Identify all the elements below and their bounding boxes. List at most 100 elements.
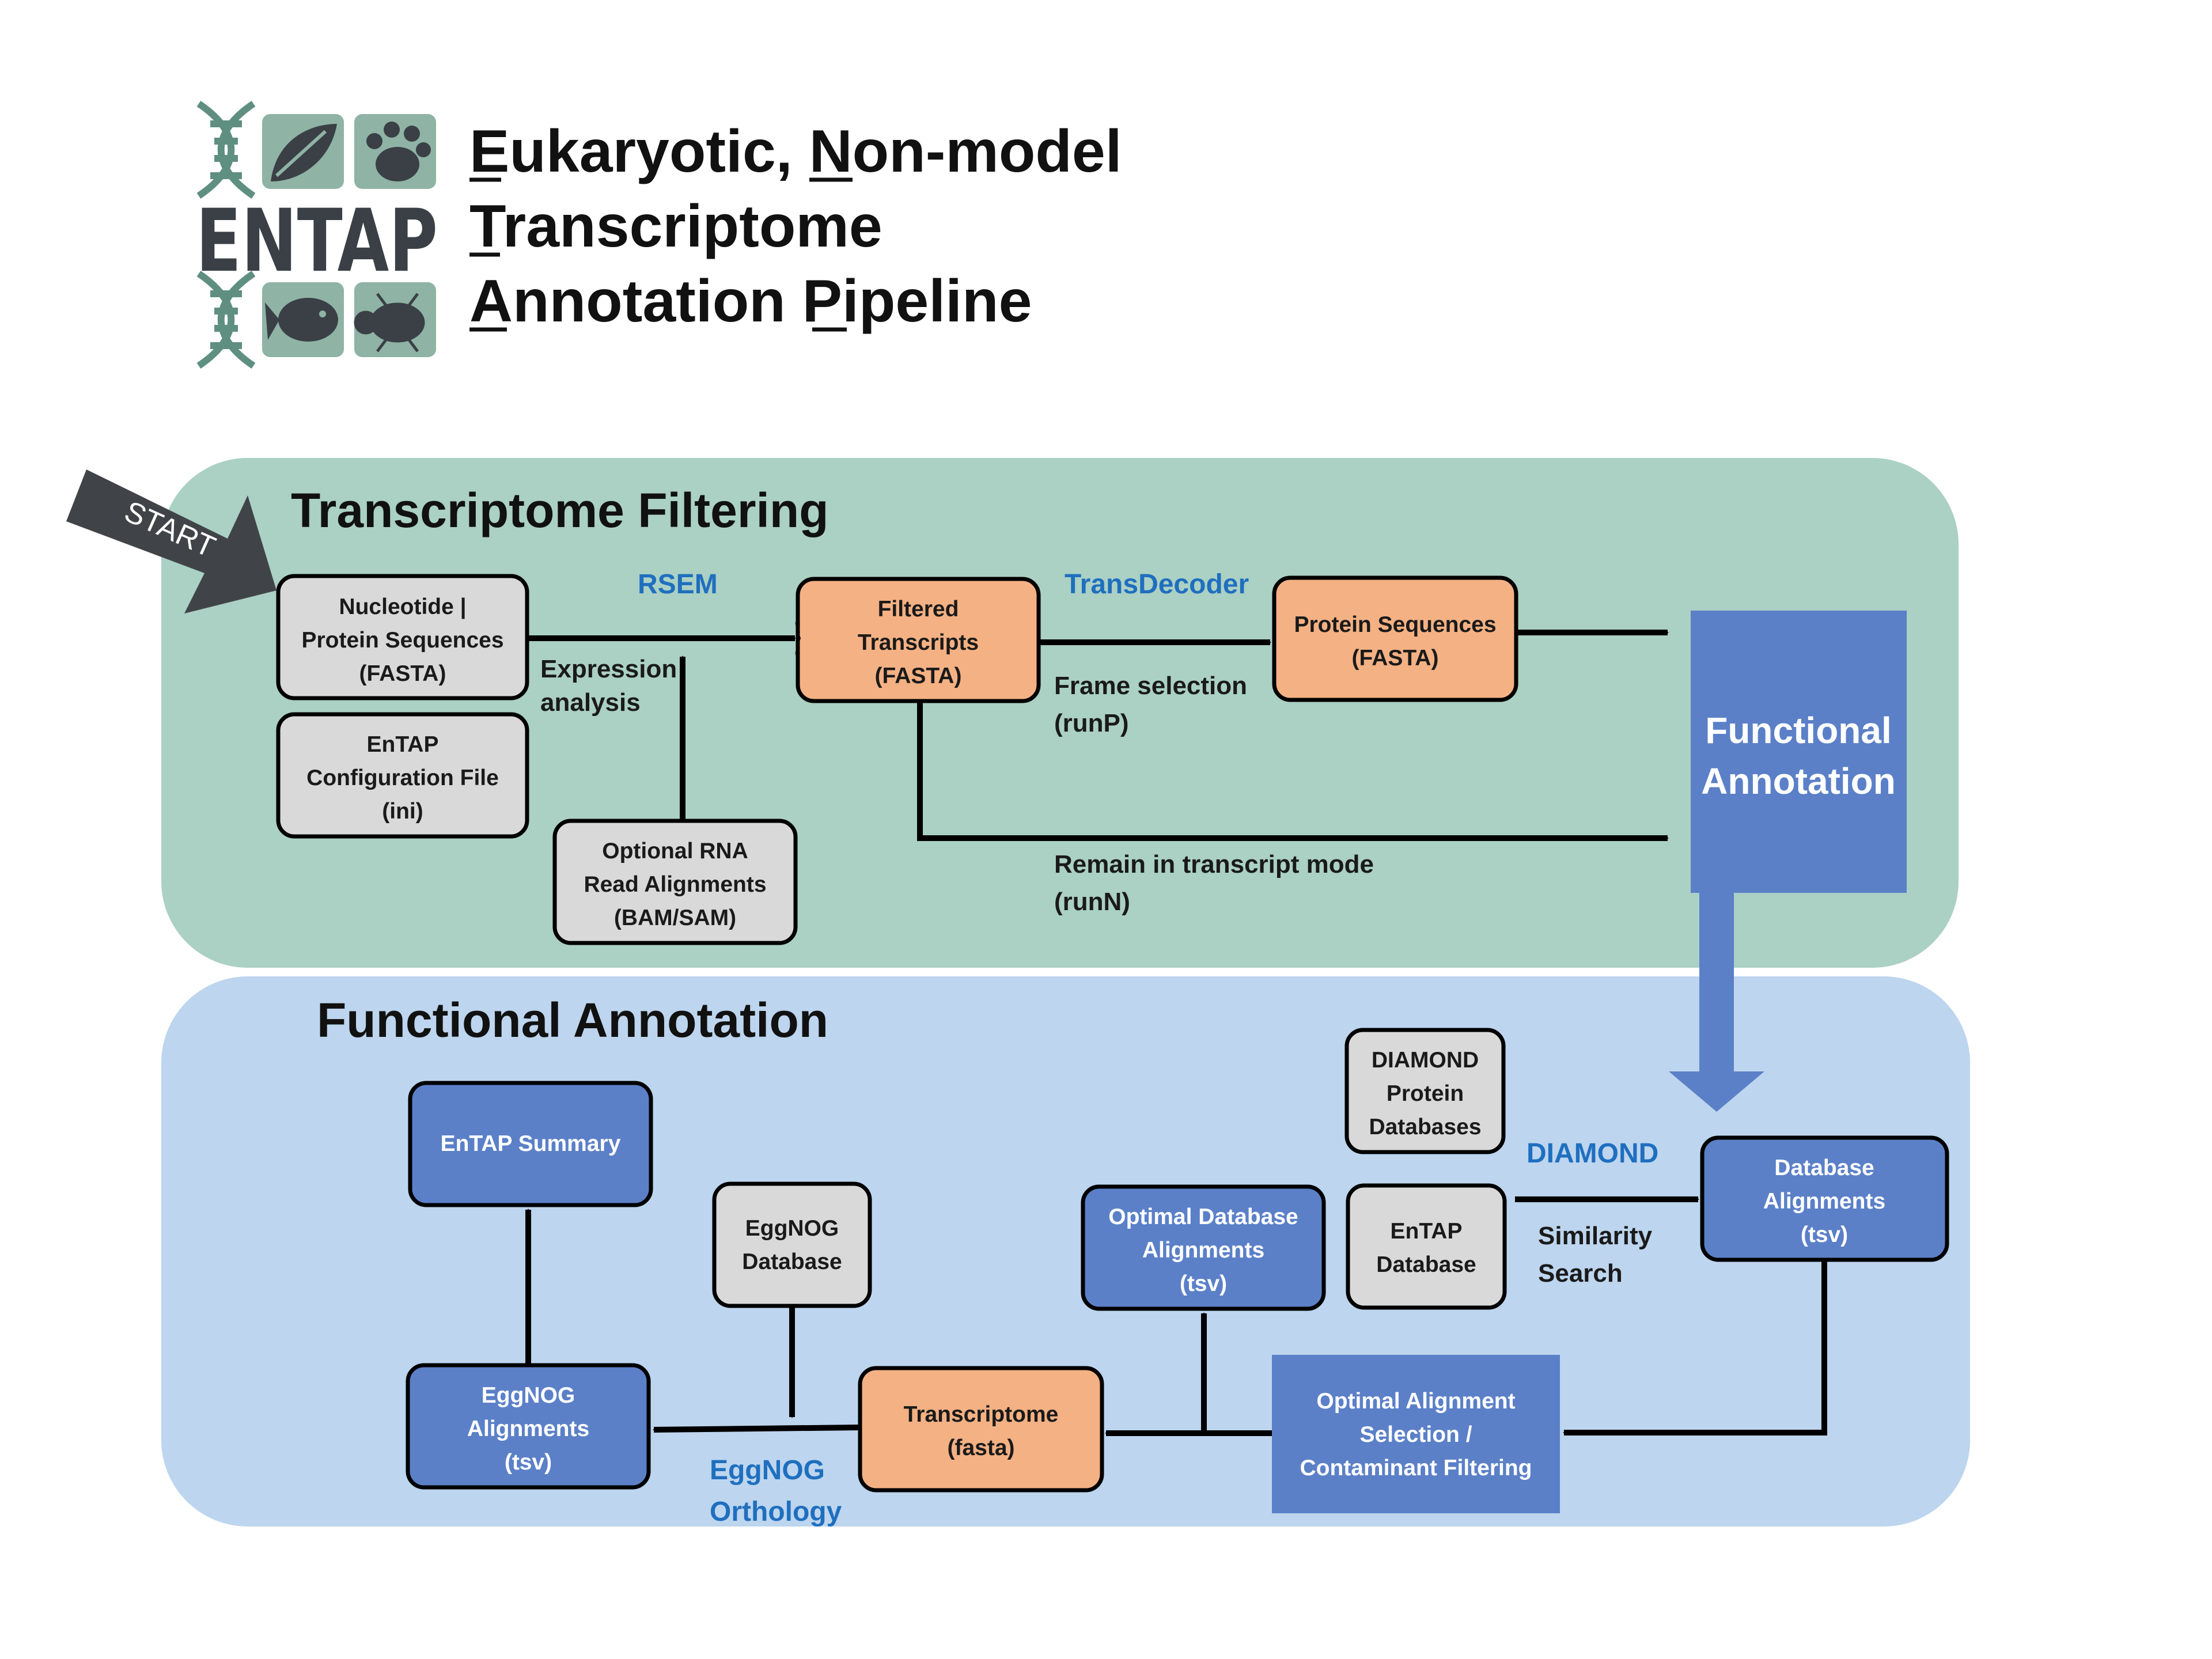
box-line: Protein Sequences [301,628,503,653]
filtering-arrows [527,630,1669,841]
box-line: EnTAP [1391,1219,1463,1244]
protein-sequences-box: Protein Sequences (FASTA) [1272,575,1518,702]
eggnog-database-box: EggNOG Database [712,1181,872,1308]
svg-text:Expression: Expression [540,655,677,683]
arrow-transcriptome-to-eggnog [653,1425,861,1433]
svg-text:Contaminant Filtering: Contaminant Filtering [1300,1456,1532,1480]
box-line: Alignments [1142,1238,1264,1263]
svg-text:EggNOG: EggNOG [745,1216,839,1241]
entap-database-box: EnTAP Database [1346,1183,1507,1310]
svg-text:Database: Database [1376,1252,1476,1277]
svg-text:(runP): (runP) [1054,709,1129,737]
box-line: Database [742,1249,842,1274]
box-line: Transcripts [858,630,979,655]
eggnog-orthology-label: EggNOG [710,1455,825,1486]
svg-text:Remain in transcript mode: Remain in transcript mode [1054,850,1374,878]
box-line: Configuration File [306,766,499,790]
svg-text:(runN): (runN) [1054,888,1130,916]
svg-text:EggNOG: EggNOG [482,1383,575,1408]
remain-label: (runN) [1054,888,1130,916]
rsem-label: RSEM [638,569,718,600]
svg-text:Protein Sequences: Protein Sequences [301,628,503,653]
svg-text:Nucleotide |: Nucleotide | [339,594,466,619]
expression-label: analysis [540,688,641,717]
annotation-title: Functional Annotation [317,993,828,1047]
box-line: (ini) [382,799,423,824]
box-line: (tsv) [1801,1222,1848,1247]
svg-text:Similarity: Similarity [1538,1222,1653,1250]
svg-text:EggNOG: EggNOG [710,1455,825,1486]
dna-helix-icon [196,271,256,369]
dna-helix-icon [196,101,256,199]
svg-text:Search: Search [1538,1259,1623,1287]
svg-text:EnTAP: EnTAP [367,732,439,757]
svg-text:Filtered: Filtered [878,597,959,622]
svg-text:Transcripts: Transcripts [858,630,979,655]
functional-annotation-block: Functional Annotation [1669,611,1907,1112]
expression-label: Expression [540,655,677,683]
paw-icon [366,122,431,181]
box-line: (tsv) [1180,1271,1227,1296]
optimal-selection-box: Optimal Alignment Selection / Contaminan… [1272,1355,1560,1513]
svg-text:EnTAP Summary: EnTAP Summary [441,1131,621,1156]
svg-text:(FASTA): (FASTA) [875,664,962,688]
box-line: EggNOG [745,1216,839,1241]
svg-text:Transcriptome: Transcriptome [904,1402,1059,1427]
title-line-1: Eukaryotic, Non-model [469,118,1122,185]
eggnog-orthology-label: Orthology [710,1497,842,1527]
svg-text:Optimal Alignment: Optimal Alignment [1316,1389,1515,1414]
svg-text:(fasta): (fasta) [947,1435,1014,1460]
box-line: Protein [1387,1081,1464,1106]
diamond-databases-box: DIAMOND Protein Databases [1344,1028,1506,1154]
block-line: Functional [1705,710,1892,751]
similarity-label: Similarity [1538,1222,1653,1250]
svg-text:Optimal Database: Optimal Database [1108,1205,1298,1229]
entap-logo: ENTAP [196,101,438,369]
box-line: Read Alignments [584,872,766,897]
transdecoder-label: TransDecoder [1065,569,1249,600]
rna-alignments-box: Optional RNA Read Alignments (BAM/SAM) [552,819,798,945]
svg-text:(tsv): (tsv) [1180,1271,1227,1296]
svg-text:Orthology: Orthology [710,1497,842,1527]
box-line: EnTAP Summary [441,1131,621,1156]
box-line: EnTAP [367,732,439,757]
svg-text:(ini): (ini) [382,799,423,824]
annotation-arrows [525,1196,1827,1436]
box-line: Database [1774,1156,1874,1180]
svg-text:(tsv): (tsv) [505,1450,552,1475]
config-file-box: EnTAP Configuration File (ini) [276,712,529,839]
box-line: Selection / [1359,1422,1472,1447]
svg-text:Functional: Functional [1705,710,1892,751]
title-line-3: Annotation Pipeline [469,268,1032,335]
remain-label: Remain in transcript mode [1054,850,1374,878]
svg-text:(BAM/SAM): (BAM/SAM) [614,906,736,930]
svg-text:DIAMOND: DIAMOND [1372,1048,1479,1073]
box-line: EggNOG [482,1383,575,1408]
title-line-2: Transcriptome [469,193,882,260]
eggnog-alignments-box: EggNOG Alignments (tsv) [406,1363,651,1490]
box-line: (tsv) [505,1450,552,1475]
diamond-label: DIAMOND [1527,1138,1658,1169]
leaf-icon [271,124,337,181]
svg-text:Frame selection: Frame selection [1054,672,1247,700]
box-line: Alignments [467,1416,589,1441]
svg-text:Selection /: Selection / [1359,1422,1472,1447]
logo-wordmark: ENTAP [196,191,438,291]
box-line: (FASTA) [359,661,446,686]
svg-text:Alignments: Alignments [1142,1238,1264,1263]
box-line: Contaminant Filtering [1300,1456,1532,1480]
entap-summary-box: EnTAP Summary [408,1081,653,1207]
transcriptome-box: Transcriptome (fasta) [858,1366,1104,1493]
svg-text:Protein Sequences: Protein Sequences [1294,612,1496,637]
frame-label: (runP) [1054,709,1129,737]
svg-text:Databases: Databases [1369,1115,1481,1139]
svg-text:EnTAP: EnTAP [1391,1219,1463,1244]
box-line: Alignments [1763,1189,1885,1214]
box-line: Optional RNA [602,839,748,863]
box-line: DIAMOND [1372,1048,1479,1073]
similarity-label: Search [1538,1259,1623,1287]
box-line: Database [1376,1252,1476,1277]
svg-text:Annotation: Annotation [1701,760,1896,802]
box-line: Protein Sequences [1294,612,1496,637]
svg-text:(FASTA): (FASTA) [359,661,446,686]
